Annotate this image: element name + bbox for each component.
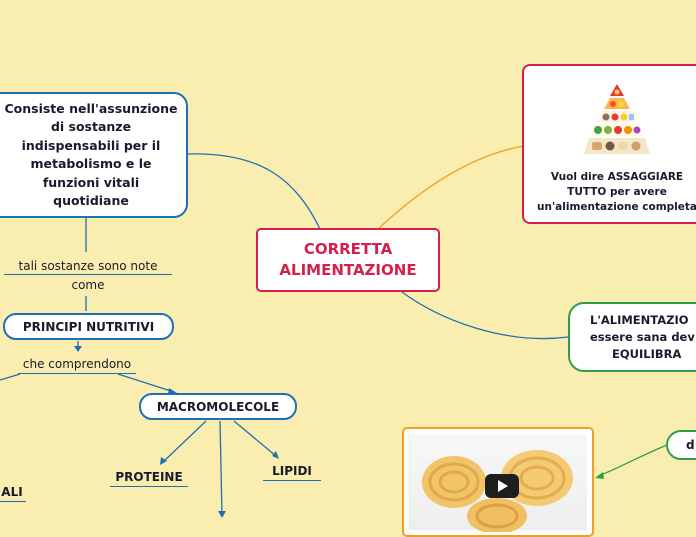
comprendono-label[interactable]: che comprendono <box>18 356 136 374</box>
equilibrata-line: EQUILIBRA <box>612 346 682 361</box>
connector-lines <box>0 145 696 518</box>
definition-line: metabolismo e le <box>30 156 152 171</box>
definition-line: quotidiane <box>53 193 129 208</box>
arrow-macro-down <box>218 511 226 518</box>
video-attachment[interactable] <box>402 427 594 537</box>
d-node[interactable]: d <box>666 430 696 460</box>
arrow-d-media <box>595 472 604 479</box>
assaggiare-line: un'alimentazione completa <box>537 201 696 213</box>
equilibrata-node[interactable]: L'ALIMENTAZIO essere sana dev EQUILIBRA <box>568 302 696 372</box>
food-pyramid-icon <box>584 84 650 154</box>
play-triangle <box>498 480 508 492</box>
central-title-line1: CORRETTA <box>303 240 393 258</box>
link-macro-proteine <box>161 420 207 464</box>
central-node[interactable]: CORRETTA ALIMENTAZIONE <box>256 228 440 292</box>
definition-node[interactable]: Consiste nell'assunzione di sostanze ind… <box>0 92 188 218</box>
assaggiare-line: TUTTO per avere <box>567 186 667 198</box>
link-central-assaggiare <box>377 145 525 230</box>
arrow-comprendono-macro <box>168 388 177 394</box>
definition-line: indispensabili per il <box>21 137 161 153</box>
ali-label[interactable]: ALI <box>0 484 26 502</box>
link-central-equilibrata <box>401 291 569 340</box>
play-icon[interactable] <box>485 474 519 498</box>
central-title-line2: ALIMENTAZIONE <box>279 261 417 279</box>
pasta-thumbnail <box>409 434 587 532</box>
definition-line: Consiste nell'assunzione <box>4 100 178 116</box>
definition-line: funzioni vitali <box>42 174 140 190</box>
link-macro-lipidi <box>233 420 277 457</box>
principi-nutritivi-node[interactable]: PRINCIPI NUTRITIVI <box>3 313 174 340</box>
arrow-macro-lipidi <box>272 451 279 459</box>
arrow-principi-comprendono <box>74 346 82 352</box>
arrow-macro-proteine <box>160 457 167 465</box>
assaggiare-line: Vuol dire ASSAGGIARE <box>550 171 684 183</box>
equilibrata-line: L'ALIMENTAZIO <box>590 312 689 327</box>
definition-line: di sostanze <box>50 119 132 134</box>
assaggiare-node[interactable]: Vuol dire ASSAGGIARE TUTTO per avere un'… <box>522 64 696 224</box>
link-macro-down <box>219 420 223 516</box>
lipidi-label[interactable]: LIPIDI <box>263 463 321 481</box>
proteine-label[interactable]: PROTEINE <box>110 469 188 487</box>
link-d-media <box>597 444 668 477</box>
link-central-definition <box>187 153 321 230</box>
link-comprendono-macro <box>117 373 175 393</box>
tali-label[interactable]: tali sostanze sono note <box>4 258 172 275</box>
equilibrata-line: essere sana dev <box>590 329 695 344</box>
tali-label-line2: come <box>71 278 105 292</box>
link-comprendono-left <box>0 373 21 381</box>
macromolecole-node[interactable]: MACROMOLECOLE <box>139 393 297 420</box>
